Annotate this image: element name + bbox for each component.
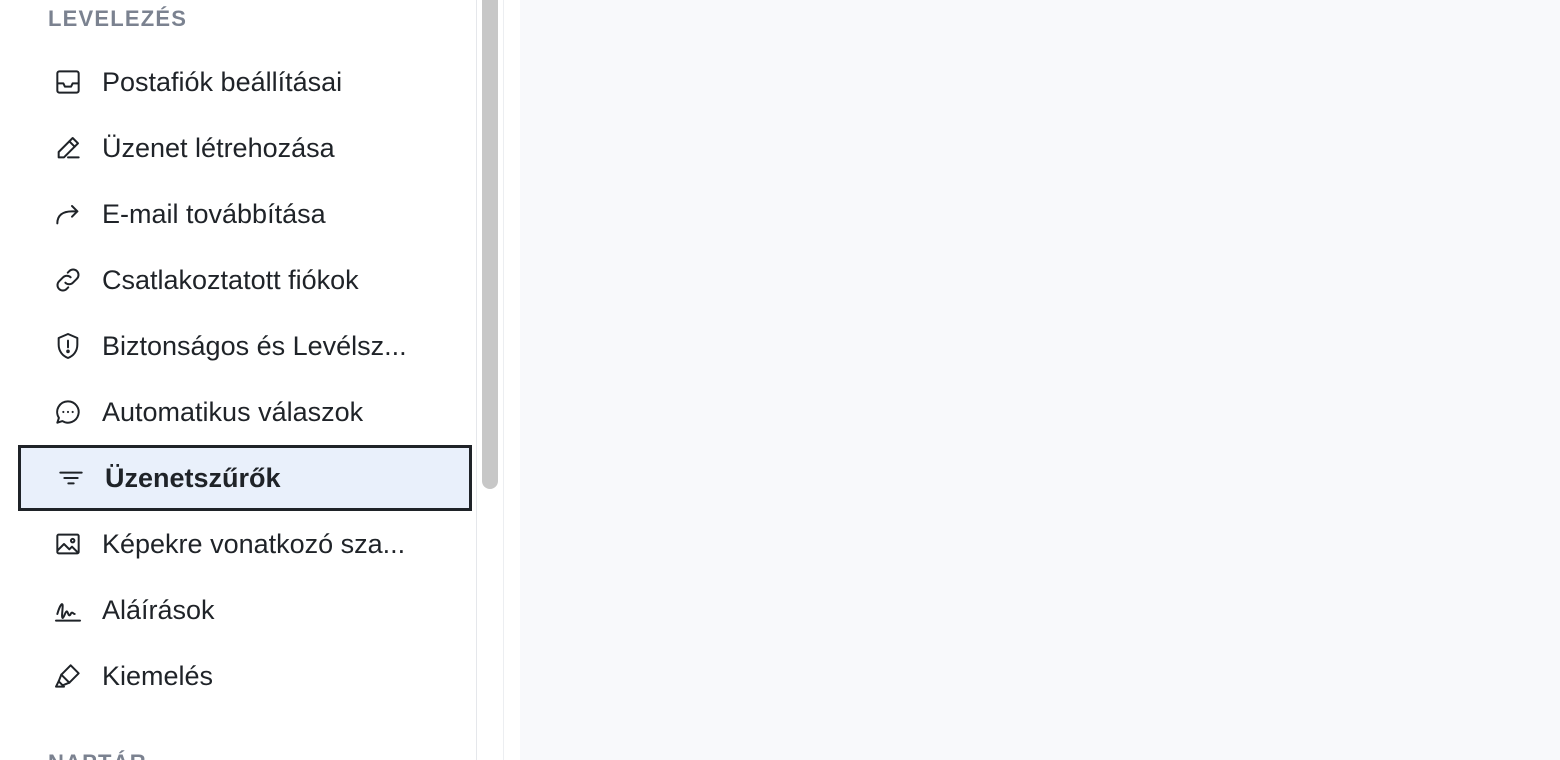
sidebar-item-compose[interactable]: Üzenet létrehozása <box>0 115 476 181</box>
settings-content-area <box>520 0 1560 760</box>
sidebar-item-signatures[interactable]: Aláírások <box>0 577 476 643</box>
pencil-icon <box>52 131 86 165</box>
sidebar-item-label: Automatikus válaszok <box>102 396 364 427</box>
forward-arrow-icon <box>52 197 86 231</box>
sidebar-item-connected-accounts[interactable]: Csatlakoztatott fiókok <box>0 247 476 313</box>
sidebar-item-label: Aláírások <box>102 594 215 625</box>
link-icon <box>52 263 86 297</box>
sidebar-item-security-spam[interactable]: Biztonságos és Levélsz... <box>0 313 476 379</box>
sidebar-item-label: Postafiók beállításai <box>102 66 343 97</box>
filter-icon <box>55 461 89 495</box>
sidebar-item-label: Csatlakoztatott fiókok <box>102 264 359 295</box>
inbox-icon <box>52 65 86 99</box>
sidebar-item-auto-replies[interactable]: Automatikus válaszok <box>0 379 476 445</box>
highlighter-icon <box>52 659 86 693</box>
section-title-calendar: NAPTÁR <box>48 750 147 760</box>
sidebar-item-label: Képekre vonatkozó sza... <box>102 528 406 559</box>
image-icon <box>52 527 86 561</box>
sidebar-item-mailbox-settings[interactable]: Postafiók beállításai <box>0 49 476 115</box>
sidebar-item-label: Üzenetszűrők <box>105 462 281 493</box>
sidebar-scrollbar-thumb[interactable] <box>482 0 498 489</box>
shield-alert-icon <box>52 329 86 363</box>
settings-nav: Postafiók beállításai Üzenet létrehozása… <box>0 49 476 709</box>
sidebar-item-image-settings[interactable]: Képekre vonatkozó sza... <box>0 511 476 577</box>
signature-icon <box>52 593 86 627</box>
sidebar-item-label: Üzenet létrehozása <box>102 132 335 163</box>
sidebar-item-label: E-mail továbbítása <box>102 198 326 229</box>
settings-sidebar: LEVELEZÉS Postafiók beállításai Üzenet l… <box>0 0 477 760</box>
sidebar-item-label: Biztonságos és Levélsz... <box>102 330 407 361</box>
sidebar-item-forwarding[interactable]: E-mail továbbítása <box>0 181 476 247</box>
chat-bubble-icon <box>52 395 86 429</box>
sidebar-item-label: Kiemelés <box>102 660 214 691</box>
sidebar-item-highlighting[interactable]: Kiemelés <box>0 643 476 709</box>
section-title-mail: LEVELEZÉS <box>48 6 188 31</box>
sidebar-item-message-filters[interactable]: Üzenetszűrők <box>18 445 472 511</box>
